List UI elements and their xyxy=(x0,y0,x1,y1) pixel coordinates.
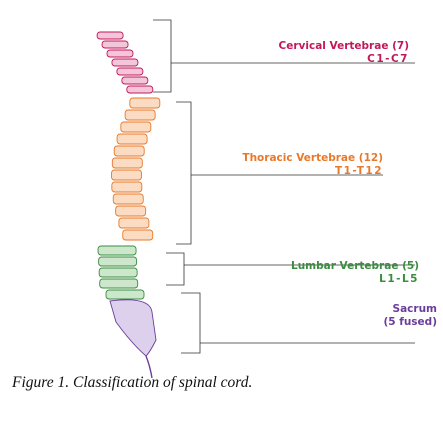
vertebral-column xyxy=(96,31,161,379)
thoracic-vertebra xyxy=(113,145,145,157)
thoracic-vertebra xyxy=(112,193,144,205)
cervical-vertebra xyxy=(101,40,129,49)
thoracic-label: Thoracic Vertebrae (12) T1-T12 xyxy=(242,152,383,178)
thoracic-vertebra xyxy=(120,121,152,133)
thoracic-bracket xyxy=(176,101,192,245)
thoracic-vertebra xyxy=(111,169,142,181)
thoracic-vertebra xyxy=(118,217,150,229)
thoracic-name: Thoracic Vertebrae (12) xyxy=(242,152,383,164)
thoracic-range: T1-T12 xyxy=(334,165,383,177)
cervical-vertebra xyxy=(121,76,149,85)
coccyx-tail xyxy=(145,355,153,379)
lumbar-bracket xyxy=(166,252,185,286)
sacrum-label: Sacrum (5 fused) xyxy=(384,303,438,329)
thoracic-vertebra xyxy=(111,157,143,169)
sacrum-shape xyxy=(109,299,157,357)
sacrum-name: Sacrum xyxy=(392,303,437,315)
thoracic-vertebra xyxy=(124,109,156,121)
thoracic-vertebra xyxy=(115,205,147,217)
lumbar-name: Lumbar Vertebrae (5) xyxy=(291,260,419,272)
thoracic-vertebra xyxy=(129,97,161,109)
figure-caption: Figure 1. Classification of spinal cord. xyxy=(12,374,253,391)
cervical-label: Cervical Vertebrae (7) C1-C7 xyxy=(279,40,409,66)
lumbar-vertebra xyxy=(105,289,145,300)
lumbar-range: L1-L5 xyxy=(379,273,419,285)
lumbar-vertebra xyxy=(99,278,139,289)
cervical-vertebra xyxy=(106,49,134,58)
cervical-vertebra xyxy=(96,31,124,40)
lumbar-vertebra xyxy=(98,267,138,278)
cervical-vertebra xyxy=(126,85,154,94)
thoracic-vertebra xyxy=(116,133,148,145)
cervical-name: Cervical Vertebrae (7) xyxy=(278,40,409,52)
cervical-bracket xyxy=(153,19,172,93)
lumbar-label: Lumbar Vertebrae (5) L1-L5 xyxy=(291,260,419,286)
sacrum-bracket xyxy=(181,292,201,354)
cervical-vertebra xyxy=(111,58,139,67)
cervical-vertebra xyxy=(116,67,144,76)
sacrum-range: (5 fused) xyxy=(383,316,438,328)
lumbar-vertebra xyxy=(97,245,137,256)
lumbar-vertebra xyxy=(98,256,138,267)
thoracic-vertebra xyxy=(122,229,154,241)
thoracic-vertebra xyxy=(111,181,143,193)
cervical-range: C1-C7 xyxy=(367,53,409,65)
